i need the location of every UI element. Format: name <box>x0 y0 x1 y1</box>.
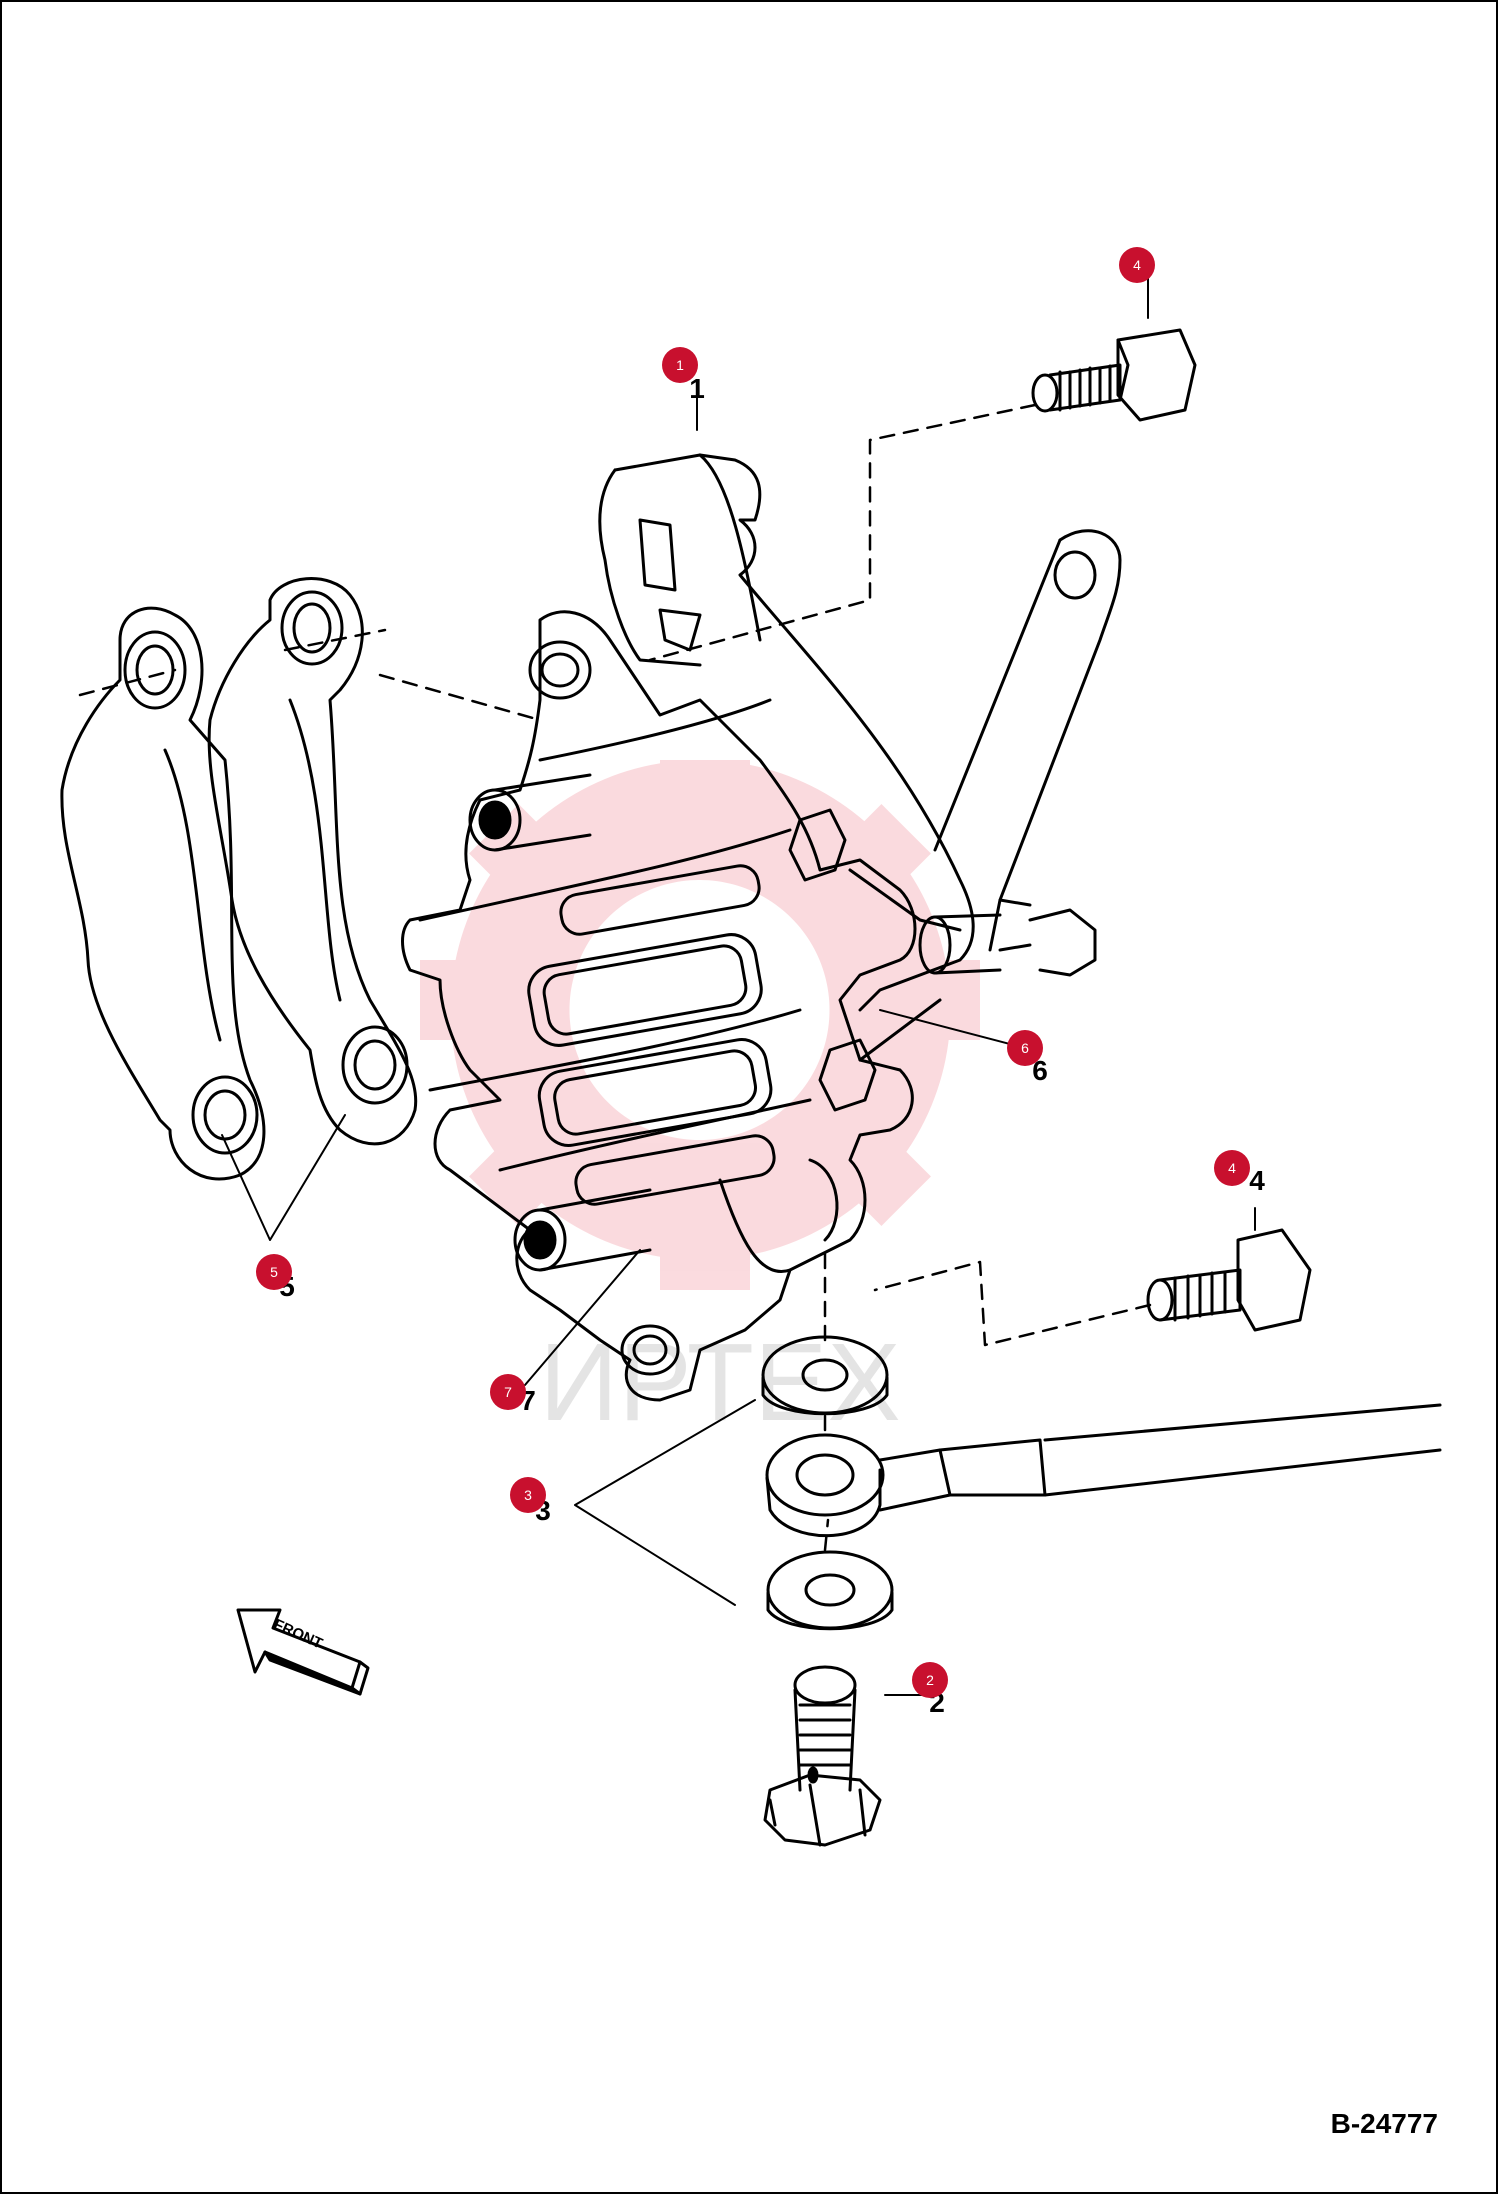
svg-text:5: 5 <box>270 1264 278 1280</box>
callout-5: 5 <box>256 1254 292 1290</box>
banjo-fitting <box>765 1403 1442 1538</box>
brake-pad-inner <box>207 577 418 1146</box>
callout-4-top: 4 <box>1119 247 1155 283</box>
bolt-top <box>1031 328 1197 422</box>
caliper-body <box>401 610 1097 1402</box>
bolt-right <box>1146 1228 1312 1332</box>
callout-4-right: 4 <box>1214 1150 1250 1186</box>
front-direction-arrow <box>236 1608 370 1696</box>
washer-lower <box>766 1550 894 1631</box>
svg-text:4: 4 <box>1228 1160 1236 1176</box>
svg-text:2: 2 <box>926 1672 934 1688</box>
watermark-text: ИРТЕХ <box>539 1321 900 1444</box>
part-label-6: 6 <box>1032 1055 1048 1086</box>
assembly-centerlines <box>78 403 1152 1552</box>
callout-7: 7 <box>490 1374 526 1410</box>
svg-text:4: 4 <box>1133 257 1141 273</box>
caliper-bracket <box>598 453 1122 1012</box>
part-label-4: 4 <box>1249 1165 1265 1196</box>
callout-1: 1 <box>662 347 698 383</box>
callout-3: 3 <box>510 1477 546 1513</box>
svg-text:6: 6 <box>1021 1040 1029 1056</box>
svg-text:1: 1 <box>676 357 684 373</box>
svg-text:7: 7 <box>504 1384 512 1400</box>
leader-lines <box>221 274 1256 1696</box>
svg-text:3: 3 <box>524 1487 532 1503</box>
callout-6: 6 <box>1007 1030 1043 1066</box>
callout-2: 2 <box>912 1662 948 1698</box>
part-label-1: 1 <box>689 373 705 404</box>
brake-pad-outer <box>60 606 266 1181</box>
figure-code: B-24777 <box>1330 2108 1438 2139</box>
banjo-bolt <box>763 1665 882 1847</box>
